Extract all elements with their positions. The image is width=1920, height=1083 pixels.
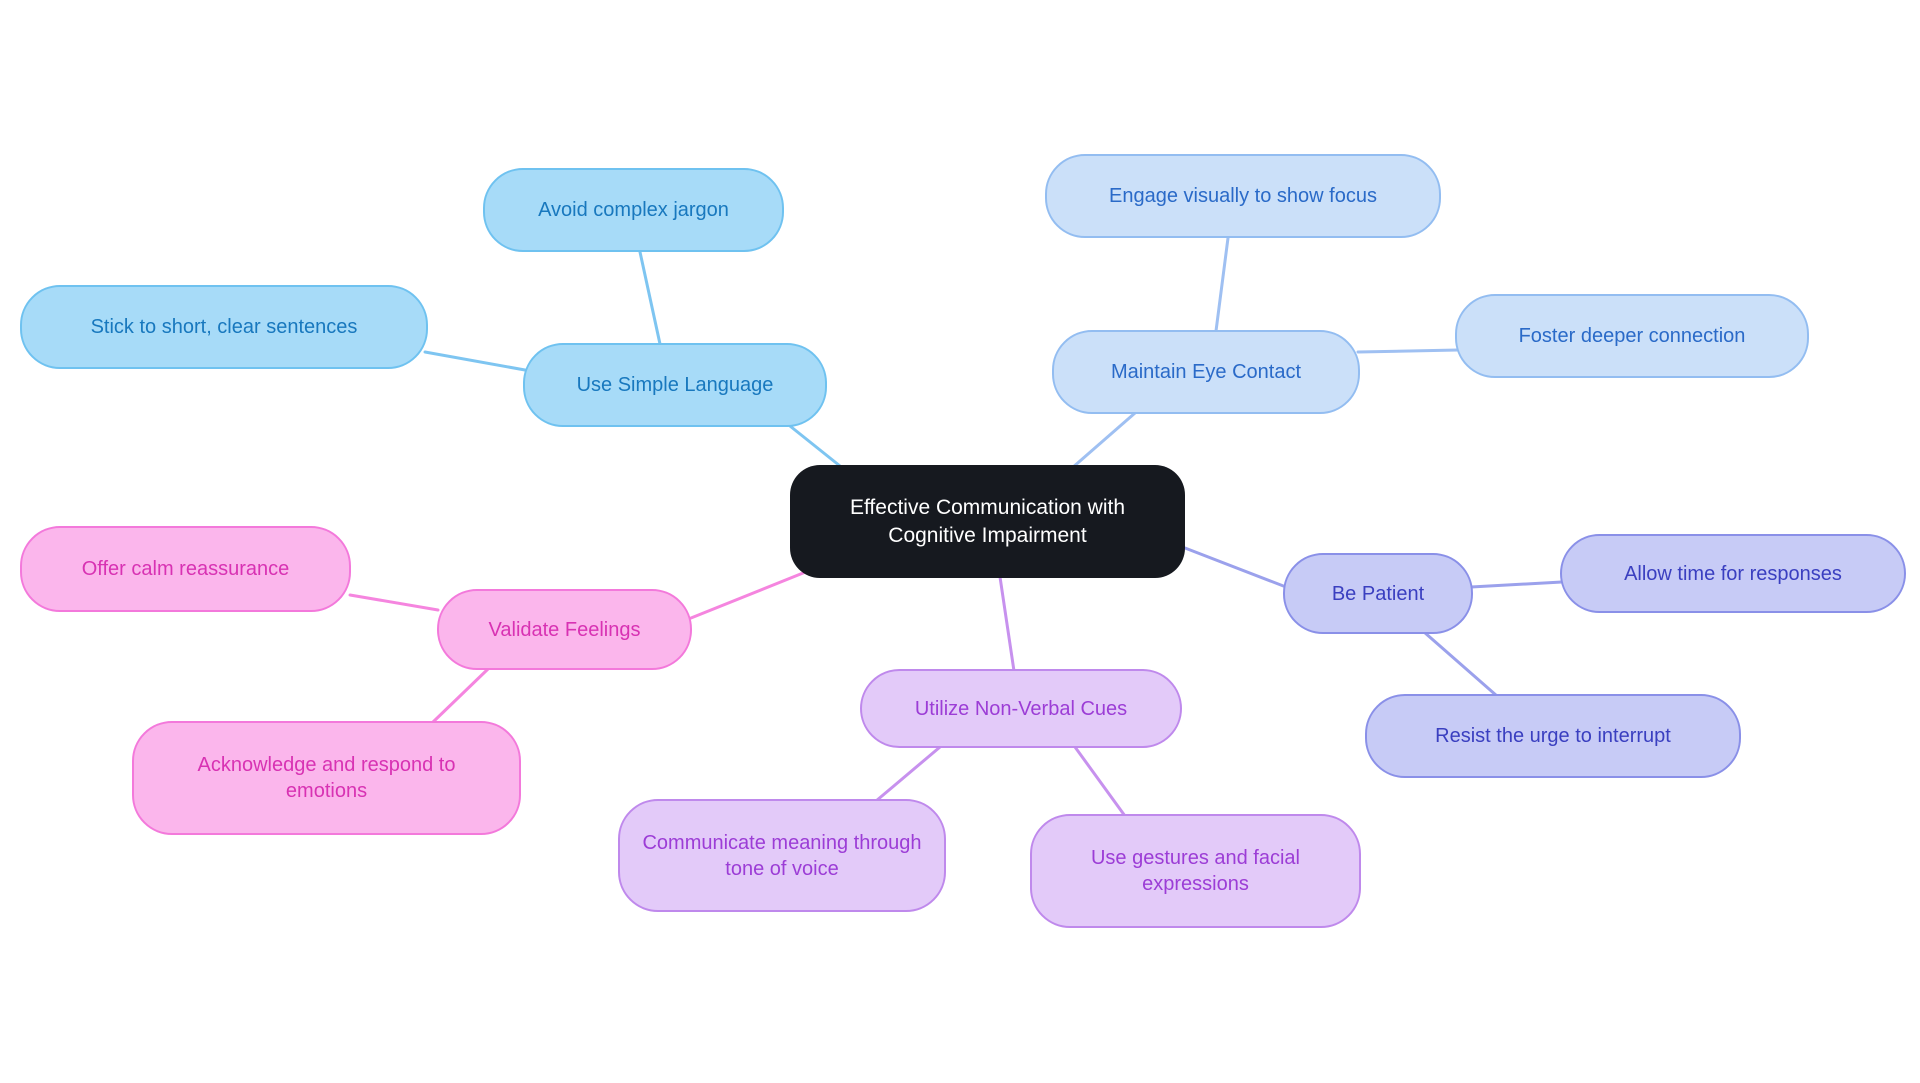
edge-root-validate-feelings <box>689 567 815 620</box>
child-node-acknowledge-and-respond-to-emotions[interactable]: Acknowledge and respond to emotions <box>132 721 521 835</box>
child-label: Resist the urge to interrupt <box>1435 725 1671 747</box>
edge-root-non-verbal-cues <box>998 575 1016 673</box>
child-node-use-gestures-and-facial-expressions[interactable]: Use gestures and facial expressions <box>1030 814 1361 928</box>
edge-eye-contact-foster-connection <box>1356 348 1460 354</box>
child-label: Allow time for responses <box>1624 562 1842 585</box>
edge-validate-offer-reassurance <box>348 593 440 612</box>
root-node[interactable]: Effective Communication with Cognitive I… <box>790 465 1185 578</box>
child-label: Acknowledge and respond to emotions <box>197 754 456 802</box>
edge-be-patient-resist-interrupt <box>1422 630 1499 698</box>
child-node-foster-deeper-connection[interactable]: Foster deeper connection <box>1455 294 1809 378</box>
branch-node-utilize-non-verbal-cues[interactable]: Utilize Non-Verbal Cues <box>860 669 1182 748</box>
root-node-label: Effective Communication with Cognitive I… <box>849 496 1126 547</box>
edge-validate-acknowledge-emotions <box>430 667 490 725</box>
child-node-allow-time-for-responses[interactable]: Allow time for responses <box>1560 534 1906 613</box>
child-label: Offer calm reassurance <box>81 558 290 580</box>
child-label: Use gestures and facial expressions <box>1090 847 1300 895</box>
child-label: Communicate meaning through tone of voic… <box>642 831 922 880</box>
branch-label: Use Simple Language <box>576 374 774 396</box>
child-label: Stick to short, clear sentences <box>90 316 358 338</box>
branch-label: Maintain Eye Contact <box>1110 361 1302 383</box>
child-node-stick-to-short-clear-sentences[interactable]: Stick to short, clear sentences <box>20 285 428 369</box>
branch-label: Utilize Non-Verbal Cues <box>914 697 1128 720</box>
branch-node-use-simple-language[interactable]: Use Simple Language <box>523 343 827 427</box>
child-label: Avoid complex jargon <box>538 199 729 221</box>
child-node-engage-visually-to-show-focus[interactable]: Engage visually to show focus <box>1045 154 1441 238</box>
child-node-communicate-meaning-through-tone[interactable]: Communicate meaning through tone of voic… <box>618 799 946 912</box>
edge-use-simple-short-sentences <box>423 350 527 372</box>
edge-root-maintain-eye-contact <box>1070 411 1137 470</box>
child-label: Engage visually to show focus <box>1109 185 1377 207</box>
child-node-offer-calm-reassurance[interactable]: Offer calm reassurance <box>20 526 351 612</box>
edge-root-be-patient <box>1183 546 1288 589</box>
edge-use-simple-avoid-jargon <box>638 250 662 346</box>
edge-non-verbal-tone-of-voice <box>874 745 942 803</box>
branch-node-validate-feelings[interactable]: Validate Feelings <box>437 589 692 670</box>
edge-non-verbal-gestures <box>1073 745 1127 818</box>
child-node-avoid-complex-jargon[interactable]: Avoid complex jargon <box>483 168 784 252</box>
edge-eye-contact-engage-visually <box>1214 236 1230 333</box>
child-label: Foster deeper connection <box>1518 325 1746 347</box>
branch-label: Be Patient <box>1331 582 1425 605</box>
branch-node-maintain-eye-contact[interactable]: Maintain Eye Contact <box>1052 330 1360 414</box>
branch-node-be-patient[interactable]: Be Patient <box>1283 553 1473 634</box>
child-node-resist-the-urge-to-interrupt[interactable]: Resist the urge to interrupt <box>1365 694 1741 778</box>
edge-be-patient-allow-time <box>1469 580 1564 589</box>
branch-label: Validate Feelings <box>488 618 641 641</box>
